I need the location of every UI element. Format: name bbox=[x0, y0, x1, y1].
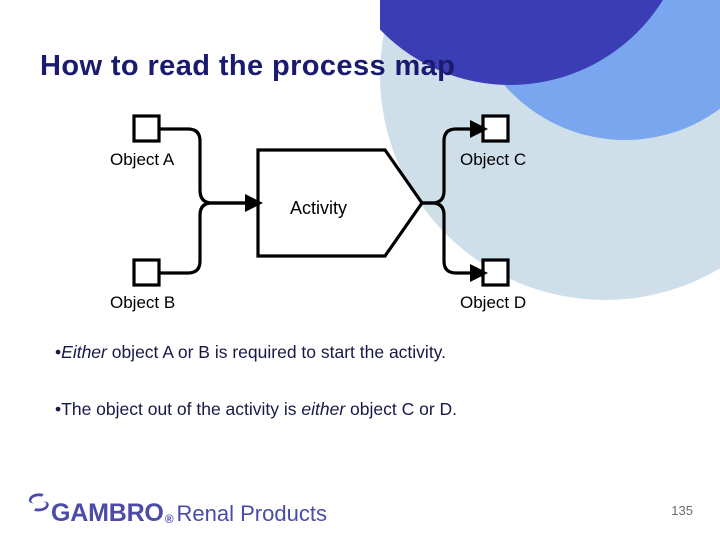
bullet-2-trailing-text: object C or D. bbox=[345, 399, 458, 419]
bullet-marker-2: • bbox=[55, 399, 62, 419]
gambro-spiral-icon bbox=[28, 493, 50, 517]
object-a-label: Object A bbox=[110, 150, 175, 169]
spiral-lower-arc bbox=[34, 501, 49, 512]
gambro-wordmark: GAMBRO bbox=[51, 499, 164, 527]
process-map-diagram: Object A Object B Object C Object D Acti… bbox=[100, 108, 560, 323]
gambro-logo: GAMBRO ® Renal Products bbox=[28, 490, 327, 526]
arrowhead-into-activity bbox=[245, 194, 263, 212]
object-a-square bbox=[132, 114, 161, 143]
page-number: 135 bbox=[671, 503, 693, 518]
bullet-item-2: •The object out of the activity is eithe… bbox=[55, 399, 457, 420]
bullet-2-text: The object out of the activity is bbox=[61, 399, 302, 419]
object-b-square bbox=[132, 258, 161, 287]
arrowhead-into-object-d bbox=[470, 264, 488, 282]
bullet-1-text: object A or B is required to start the a… bbox=[106, 342, 446, 362]
bullet-item-1: •Either object A or B is required to sta… bbox=[55, 342, 446, 363]
activity-shape bbox=[256, 148, 424, 258]
activity-label: Activity bbox=[290, 198, 348, 218]
arrowhead-into-object-c bbox=[470, 120, 488, 138]
connector-activity-to-d bbox=[422, 201, 472, 275]
bullet-2-italic-word: either bbox=[301, 399, 346, 419]
page-title: How to read the process map bbox=[40, 50, 456, 82]
bullet-marker-1: • bbox=[55, 342, 62, 362]
connector-b-to-activity bbox=[159, 201, 245, 275]
object-b-label: Object B bbox=[110, 293, 176, 312]
spiral-upper-arc bbox=[28, 493, 44, 504]
bullet-1-italic-lead: Either bbox=[61, 342, 107, 362]
process-map-svg bbox=[132, 114, 510, 287]
gambro-subtitle: Renal Products bbox=[176, 501, 327, 526]
object-c-label: Object C bbox=[460, 150, 527, 169]
registered-mark: ® bbox=[164, 512, 174, 526]
object-d-label: Object D bbox=[460, 293, 527, 312]
spiral-icon-svg bbox=[28, 493, 49, 512]
